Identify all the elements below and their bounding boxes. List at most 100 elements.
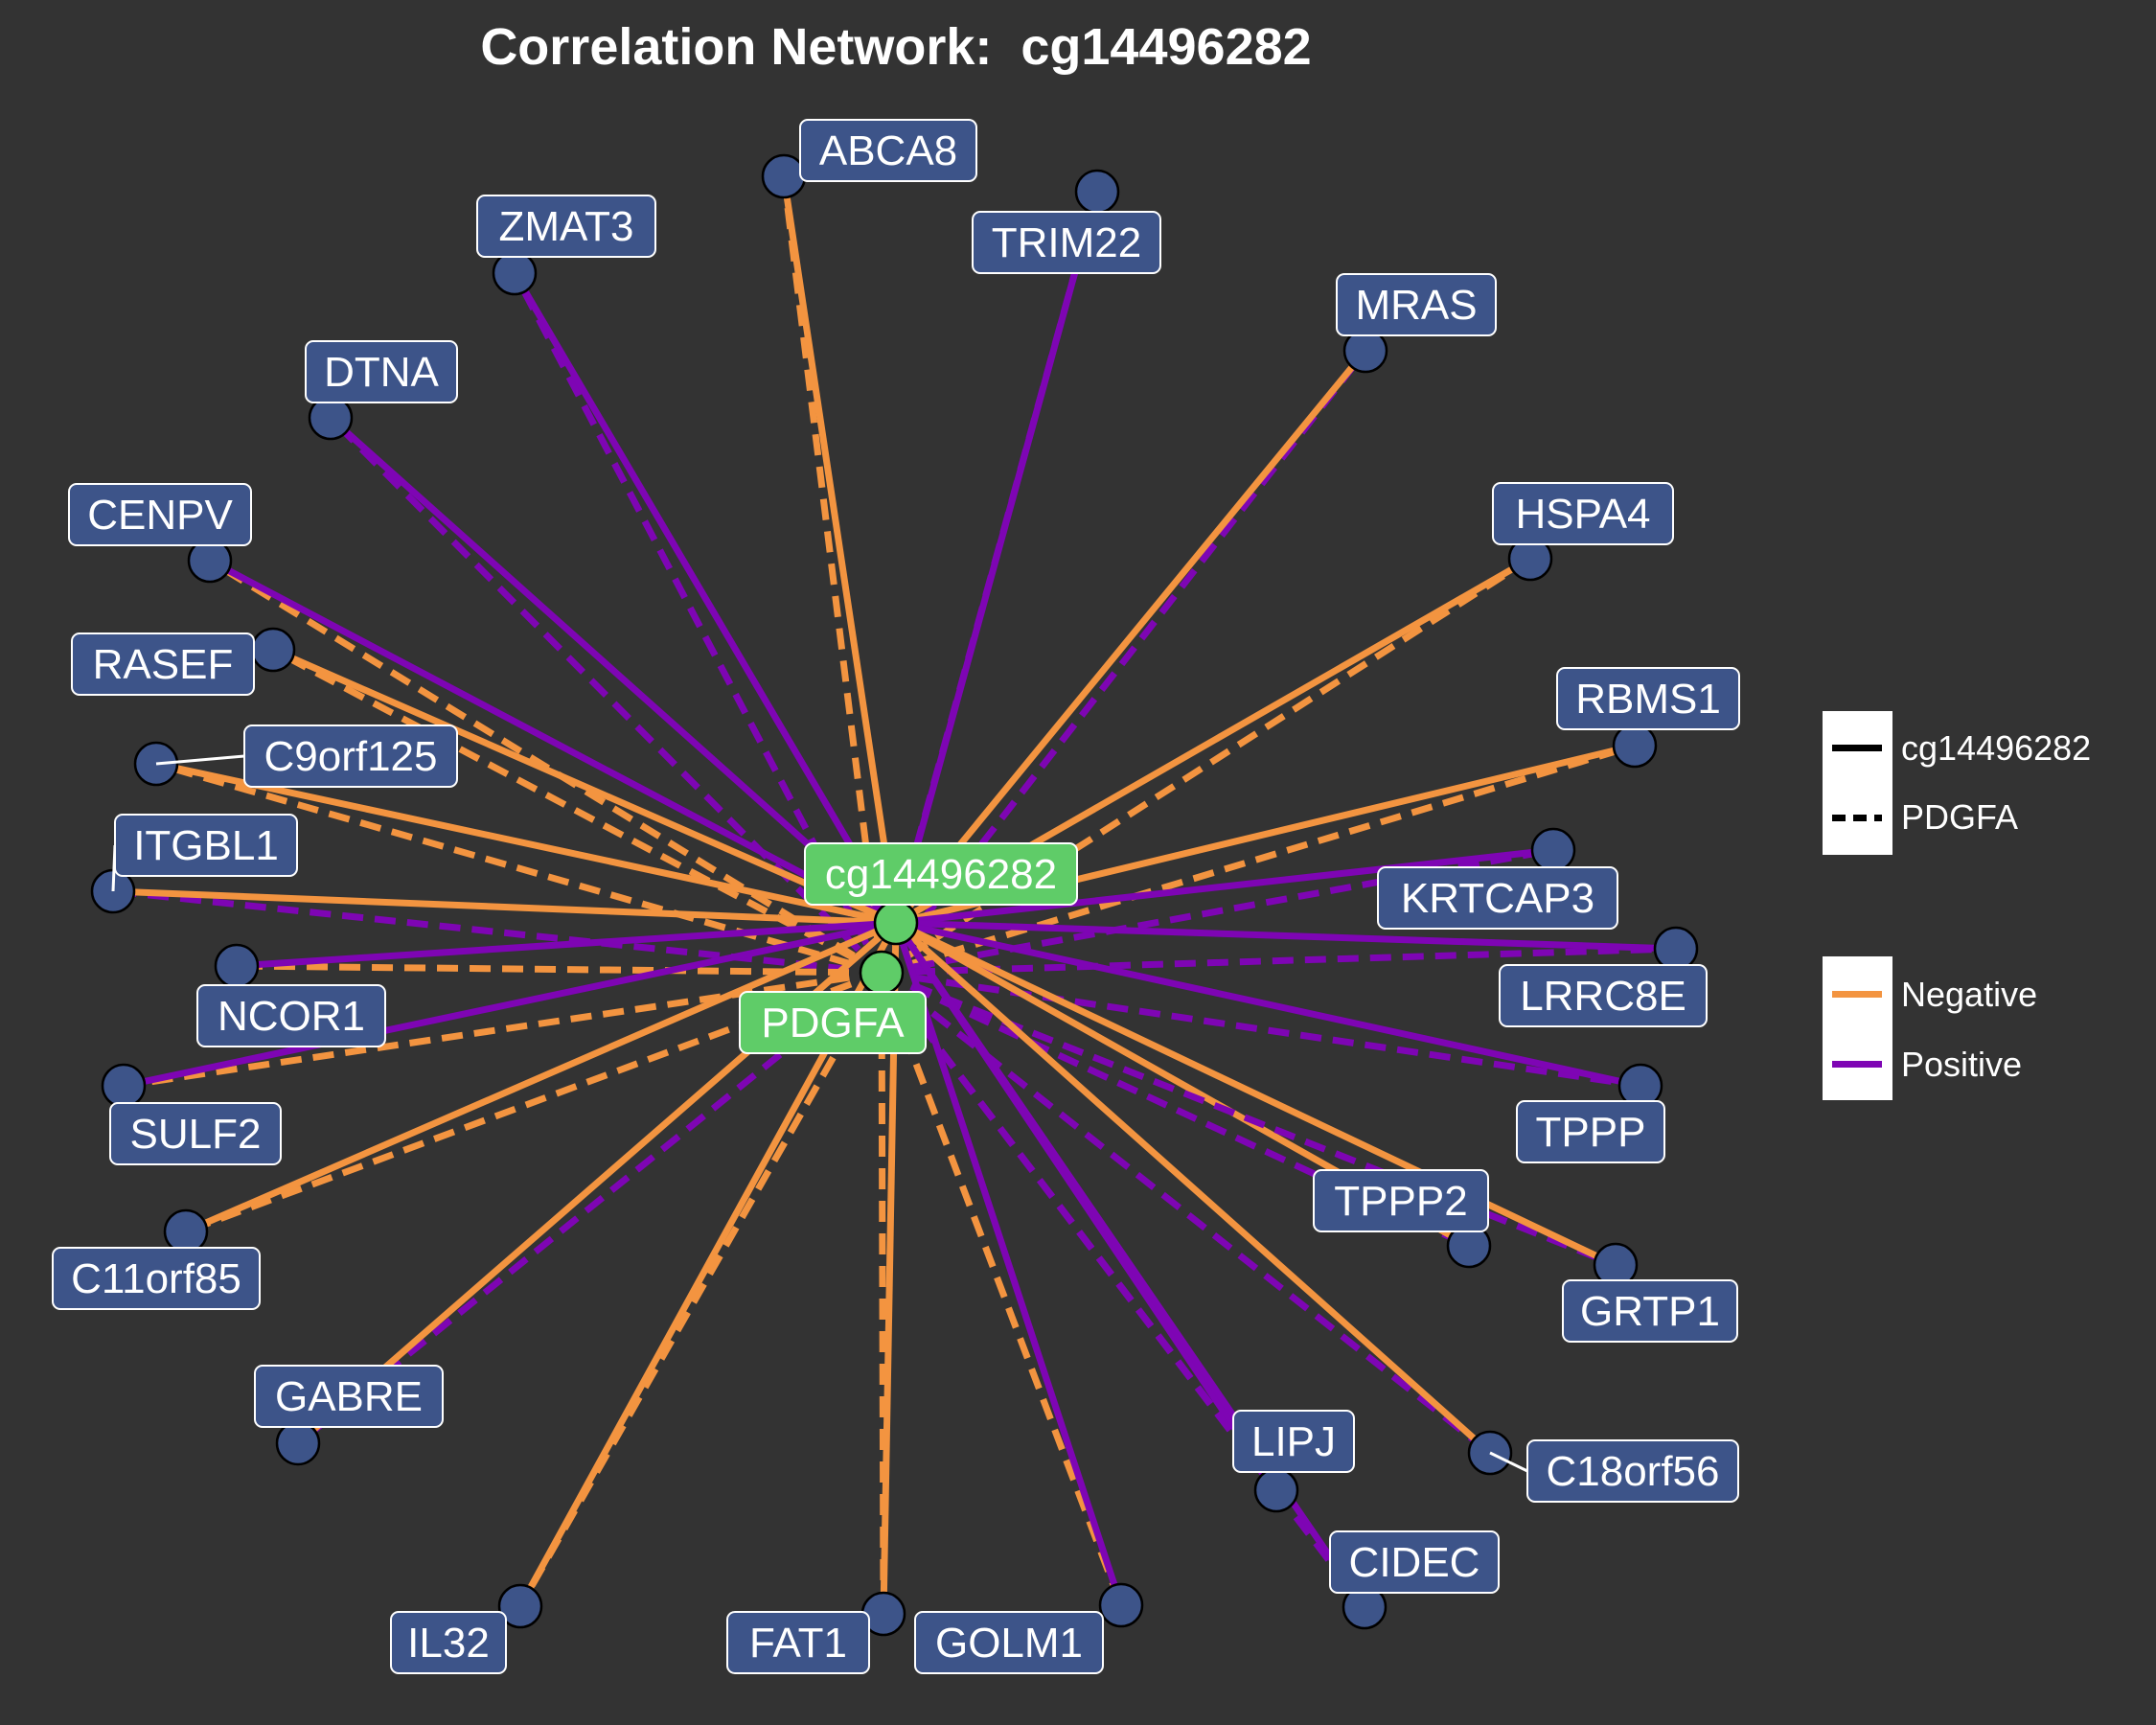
edge-cg14496282-tppp <box>895 919 1641 1090</box>
legend-negative-line <box>1832 991 1882 998</box>
legend-dashed-line <box>1832 815 1882 821</box>
label-dtna: DTNA <box>324 349 439 396</box>
label-box-lrrc8e <box>1499 964 1708 1027</box>
label-cenpv: CENPV <box>87 492 233 539</box>
edge-pdgfa-abca8 <box>780 175 885 974</box>
label-tppp2: TPPP2 <box>1334 1178 1467 1225</box>
label-mras: MRAS <box>1355 282 1477 329</box>
hub-label-box-cg14496282 <box>804 842 1078 906</box>
label-sulf2: SULF2 <box>130 1111 262 1158</box>
edge-cg14496282-c11orf85 <box>184 919 898 1235</box>
label-abca8: ABCA8 <box>819 127 957 174</box>
label-rbms1: RBMS1 <box>1575 676 1721 723</box>
node-c11orf85[interactable] <box>163 1208 209 1254</box>
legend-label-pdgfa: PDGFA <box>1901 797 2019 837</box>
linetype-legend <box>1823 711 1892 855</box>
label-box-krtcap3 <box>1377 866 1618 930</box>
label-zmat3: ZMAT3 <box>499 203 634 250</box>
color-legend <box>1823 956 1892 1100</box>
hub-label-pdgfa: PDGFA <box>761 1000 905 1046</box>
edge-cg14496282-itgbl1 <box>112 887 897 927</box>
label-box-il32 <box>390 1611 507 1674</box>
edge-pdgfa-il32 <box>516 971 885 1608</box>
label-gabre: GABRE <box>275 1373 423 1420</box>
edge-cg14496282-c18orf56 <box>893 920 1493 1456</box>
node-krtcap3[interactable] <box>1530 827 1576 873</box>
legend-label-cg14496282: cg14496282 <box>1901 728 2092 768</box>
node-lrrc8e[interactable] <box>1653 926 1699 972</box>
label-itgbl1: ITGBL1 <box>133 822 279 869</box>
edge-pdgfa-lrrc8e <box>881 945 1677 977</box>
node-sulf2[interactable] <box>101 1063 147 1109</box>
chart-title: Correlation Network: cg14496282 <box>480 18 1312 76</box>
legend-label-positive: Positive <box>1901 1045 2023 1084</box>
edge-cg14496282-golm1 <box>892 921 1125 1607</box>
label-box-mras <box>1336 273 1497 336</box>
label-box-lipj <box>1232 1410 1355 1473</box>
label-box-abca8 <box>799 119 977 182</box>
label-c9orf125: C9orf125 <box>264 733 437 780</box>
edge-cg14496282-cidec <box>893 921 1367 1609</box>
label-golm1: GOLM1 <box>935 1620 1083 1667</box>
label-box-cenpv <box>68 483 252 546</box>
node-golm1[interactable] <box>1098 1582 1144 1628</box>
label-box-gabre <box>254 1365 444 1428</box>
label-box-c18orf56 <box>1526 1439 1739 1503</box>
label-box-c11orf85 <box>52 1247 261 1310</box>
node-trim22[interactable] <box>1074 169 1120 215</box>
hub-node-cg14496282[interactable] <box>873 900 919 946</box>
node-rasef[interactable] <box>250 627 296 673</box>
edge-pdgfa-ncor1 <box>236 962 883 977</box>
edge-cg14496282-grtp1 <box>894 919 1617 1269</box>
edge-cg14496282-abca8 <box>780 175 900 924</box>
edge-cg14496282-ncor1 <box>236 919 897 970</box>
hub-node-pdgfa[interactable] <box>859 950 905 996</box>
label-box-itgbl1 <box>114 814 298 877</box>
label-box-golm1 <box>914 1611 1104 1674</box>
node-rbms1[interactable] <box>1612 723 1658 769</box>
label-box-tppp2 <box>1313 1169 1489 1232</box>
node-il32[interactable] <box>497 1583 543 1629</box>
label-lrrc8e: LRRC8E <box>1520 973 1686 1020</box>
label-ncor1: NCOR1 <box>218 993 365 1040</box>
edge-pdgfa-sulf2 <box>123 969 883 1090</box>
edge-pdgfa-c9orf125 <box>155 760 883 977</box>
legend-positive-line <box>1832 1061 1882 1068</box>
node-ncor1[interactable] <box>214 943 260 989</box>
label-box-hspa4 <box>1492 482 1674 545</box>
network-graph: ABCA8TRIM22ZMAT3MRASDTNAHSPA4CENPVRASEFR… <box>52 119 1740 1674</box>
node-abca8[interactable] <box>761 153 807 199</box>
edge-cg14496282-trim22 <box>892 191 1101 924</box>
label-krtcap3: KRTCAP3 <box>1401 875 1594 922</box>
label-box-dtna <box>305 340 458 403</box>
edge-cg14496282-krtcap3 <box>895 846 1554 927</box>
label-box-c9orf125 <box>243 724 458 788</box>
edge-pdgfa-rbms1 <box>880 742 1637 977</box>
legend-label-negative: Negative <box>1901 975 2038 1014</box>
label-c11orf85: C11orf85 <box>71 1255 241 1302</box>
label-cidec: CIDEC <box>1349 1539 1480 1586</box>
edge-pdgfa-dtna <box>328 415 884 976</box>
hub-label-box-pdgfa <box>739 991 927 1054</box>
edge-cg14496282-c9orf125 <box>155 760 897 927</box>
label-box-tppp <box>1516 1100 1665 1163</box>
label-box-rasef <box>71 632 255 696</box>
label-fat1: FAT1 <box>749 1620 847 1667</box>
label-box-fat1 <box>726 1611 870 1674</box>
label-box-sulf2 <box>109 1102 282 1165</box>
edge-pdgfa-cidec <box>879 970 1367 1610</box>
label-layer: ABCA8TRIM22ZMAT3MRASDTNAHSPA4CENPVRASEFR… <box>52 119 1740 1674</box>
leader-c9orf125 <box>155 754 245 766</box>
node-layer <box>90 153 1699 1637</box>
node-lipj[interactable] <box>1253 1467 1299 1513</box>
label-box-grtp1 <box>1562 1279 1738 1343</box>
edge-cg14496282-sulf2 <box>123 919 897 1090</box>
edge-pdgfa-tppp <box>881 969 1641 1090</box>
edge-pdgfa-golm1 <box>878 971 1125 1607</box>
label-box-trim22 <box>972 211 1161 274</box>
label-grtp1: GRTP1 <box>1580 1288 1720 1335</box>
edge-cg14496282-zmat3 <box>511 271 900 925</box>
node-gabre[interactable] <box>275 1420 321 1466</box>
node-zmat3[interactable] <box>492 250 538 296</box>
edge-cg14496282-lrrc8e <box>895 919 1677 953</box>
